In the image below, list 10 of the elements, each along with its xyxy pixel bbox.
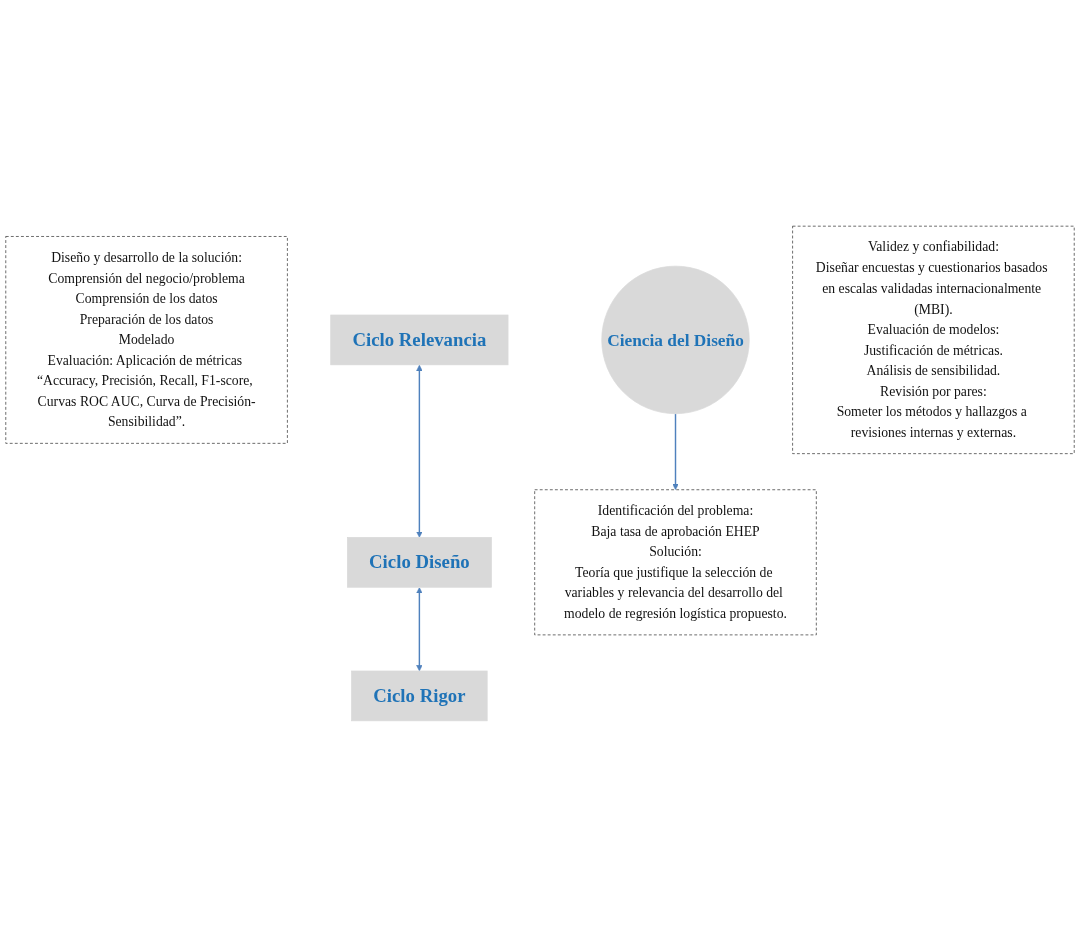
arrow xyxy=(416,587,423,672)
node-circle: Ciencia del Diseño xyxy=(601,265,750,415)
arrow xyxy=(672,412,679,491)
node-box: Ciclo Rigor xyxy=(351,670,488,722)
node-box: Ciclo Relevancia xyxy=(330,314,509,366)
node-box: Ciclo Diseño xyxy=(347,537,492,588)
node-box: Validez y confiabilidad: Diseñar encuestas y cuestionarios basados en escalas validadas internacionalmente (MBI). Evaluación de modelos: Justificación de métricas. Análisis de sensibilidad. Revisión por pares: Someter los métodos y hallazgos a revisiones internas y externas. xyxy=(792,225,1075,454)
arrow xyxy=(416,364,423,538)
node-box: Identificación del problema: Baja tasa de aprobación EHEP Solución: Teoría que justifique la selección de variables y relevancia del desarrollo del modelo de regresión logística propuesto. xyxy=(534,489,817,636)
node-box: Diseño y desarrollo de la solución: Comprensión del negocio/problema Comprensión de los datos Preparación de los datos Modelado Evaluación: Aplicación de métricas “Accuracy, Precisión, Recall, F1-score, Curvas ROC AUC, Curva de Precisión-Sensibilidad”. xyxy=(5,236,288,444)
